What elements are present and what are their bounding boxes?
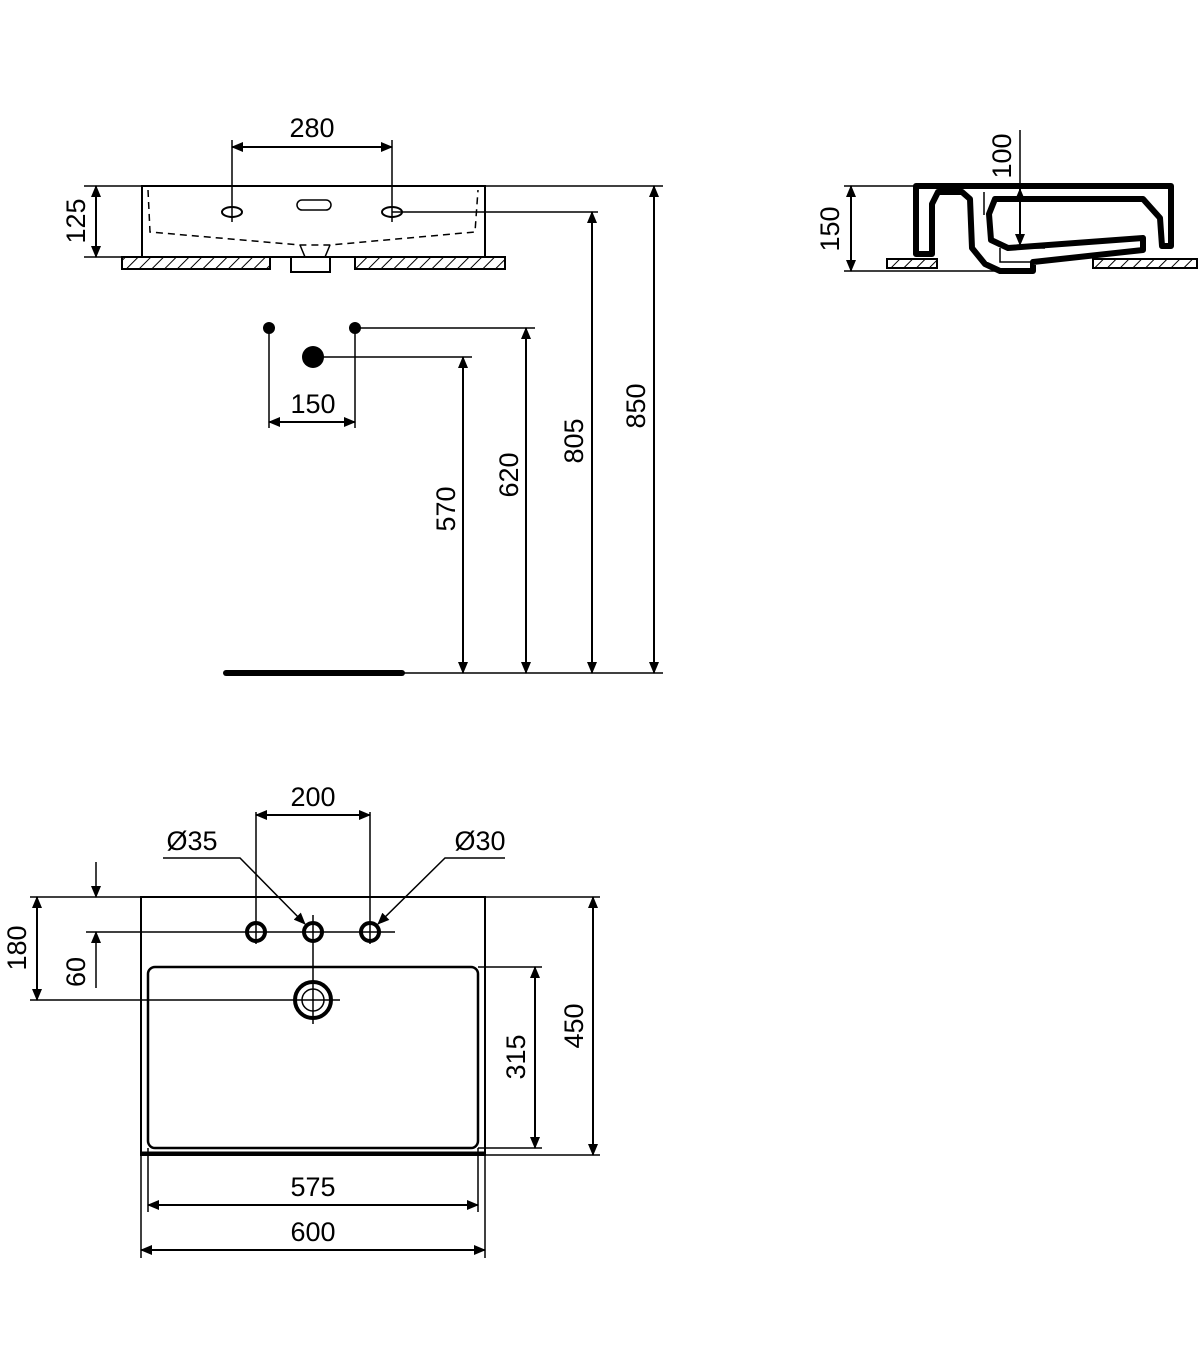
basin-top-outline <box>140 896 486 1156</box>
side-countertop-right <box>1092 258 1198 269</box>
front-view: 280 125 150 570 620 805 850 <box>61 113 663 676</box>
overflow-slot <box>296 199 332 211</box>
dim-180-label: 180 <box>2 925 32 970</box>
dim-200-label: 200 <box>290 782 335 812</box>
dim-575-label: 575 <box>290 1172 335 1202</box>
dim-620-label: 620 <box>494 452 524 497</box>
dim-280-label: 280 <box>289 113 334 143</box>
side-view: 150 100 <box>815 130 1198 274</box>
dim-150-label: 150 <box>290 389 335 419</box>
dim-805-label: 805 <box>559 418 589 463</box>
dim-450-label: 450 <box>559 1003 589 1048</box>
waste-outlet <box>290 257 331 273</box>
basin-inner-dashed <box>147 189 479 246</box>
dim-850-label: 850 <box>621 383 651 428</box>
dim-600-label: 600 <box>290 1217 335 1247</box>
countertop-left <box>121 256 271 270</box>
basin-outline <box>141 185 486 258</box>
side-countertop-left <box>886 258 938 269</box>
dim-315-label: 315 <box>501 1034 531 1079</box>
countertop-right <box>354 256 506 270</box>
dim-570-label: 570 <box>431 486 461 531</box>
dim-125-label: 125 <box>61 198 91 243</box>
dia-30-label: Ø30 <box>454 826 505 856</box>
side-basin-shell <box>913 183 1174 274</box>
side-dim-150-label: 150 <box>815 206 845 251</box>
side-dim-100-label: 100 <box>987 133 1017 178</box>
dim-60-label: 60 <box>61 957 91 987</box>
dia-35-label: Ø35 <box>166 826 217 856</box>
top-view: 200 Ø35 Ø30 180 60 315 450 575 <box>2 782 600 1258</box>
